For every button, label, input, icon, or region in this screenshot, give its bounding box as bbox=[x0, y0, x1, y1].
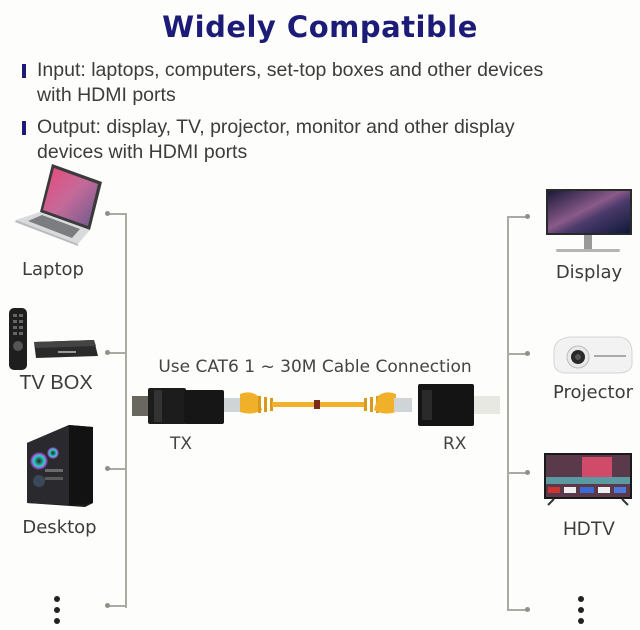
laptop-label: Laptop bbox=[22, 259, 84, 280]
output-bullet: Output: display, TV, projector, monitor … bbox=[22, 115, 632, 165]
tx-adapter-icon bbox=[132, 388, 224, 424]
tv-box-label: TV BOX bbox=[19, 372, 93, 394]
monitor-icon bbox=[544, 187, 634, 257]
input-bullet-line1: Input: laptops, computers, set-top boxes… bbox=[37, 59, 544, 81]
bullet-mark bbox=[22, 121, 26, 135]
input-tick-laptop bbox=[107, 213, 127, 215]
desktop-tower-icon bbox=[25, 423, 97, 509]
more-inputs-ellipsis bbox=[54, 596, 60, 629]
input-tick-more bbox=[107, 605, 127, 607]
display-label: Display bbox=[555, 262, 623, 283]
input-tick-desktop bbox=[107, 468, 127, 470]
rx-adapter-icon bbox=[418, 384, 500, 426]
hdtv-icon bbox=[542, 451, 634, 507]
output-tick-hdtv bbox=[507, 472, 527, 474]
tick-dot bbox=[525, 214, 530, 219]
output-bullet-line1: Output: display, TV, projector, monitor … bbox=[37, 116, 515, 138]
desktop-label: Desktop bbox=[22, 517, 97, 538]
rx-label: RX bbox=[443, 434, 467, 454]
hdtv-label: HDTV bbox=[563, 519, 615, 540]
output-tick-projector bbox=[507, 353, 527, 355]
input-bracket-line bbox=[125, 214, 127, 608]
laptop-icon bbox=[12, 160, 106, 250]
output-tick-more bbox=[507, 609, 527, 611]
output-bracket-line bbox=[507, 216, 509, 611]
input-bullet-line2: with HDMI ports bbox=[37, 84, 176, 106]
more-outputs-ellipsis bbox=[578, 596, 584, 629]
tx-label: TX bbox=[170, 434, 193, 454]
output-bullet-line2: devices with HDMI ports bbox=[37, 141, 248, 163]
cable-diagram bbox=[128, 380, 508, 430]
tick-dot bbox=[105, 466, 110, 471]
tick-dot bbox=[105, 211, 110, 216]
input-tick-tvbox bbox=[107, 352, 127, 354]
bullet-mark bbox=[22, 64, 26, 78]
tick-dot bbox=[105, 350, 110, 355]
cable-caption: Use CAT6 1 ~ 30M Cable Connection bbox=[158, 357, 472, 377]
tv-box-icon bbox=[6, 308, 101, 370]
projector-icon bbox=[550, 333, 634, 375]
tick-dot bbox=[525, 351, 530, 356]
tick-dot bbox=[105, 603, 110, 608]
tick-dot bbox=[525, 607, 530, 612]
tick-dot bbox=[525, 470, 530, 475]
page-title: Widely Compatible bbox=[162, 10, 478, 44]
input-bullet: Input: laptops, computers, set-top boxes… bbox=[22, 58, 632, 108]
projector-label: Projector bbox=[553, 382, 633, 403]
output-tick-display bbox=[507, 216, 527, 218]
